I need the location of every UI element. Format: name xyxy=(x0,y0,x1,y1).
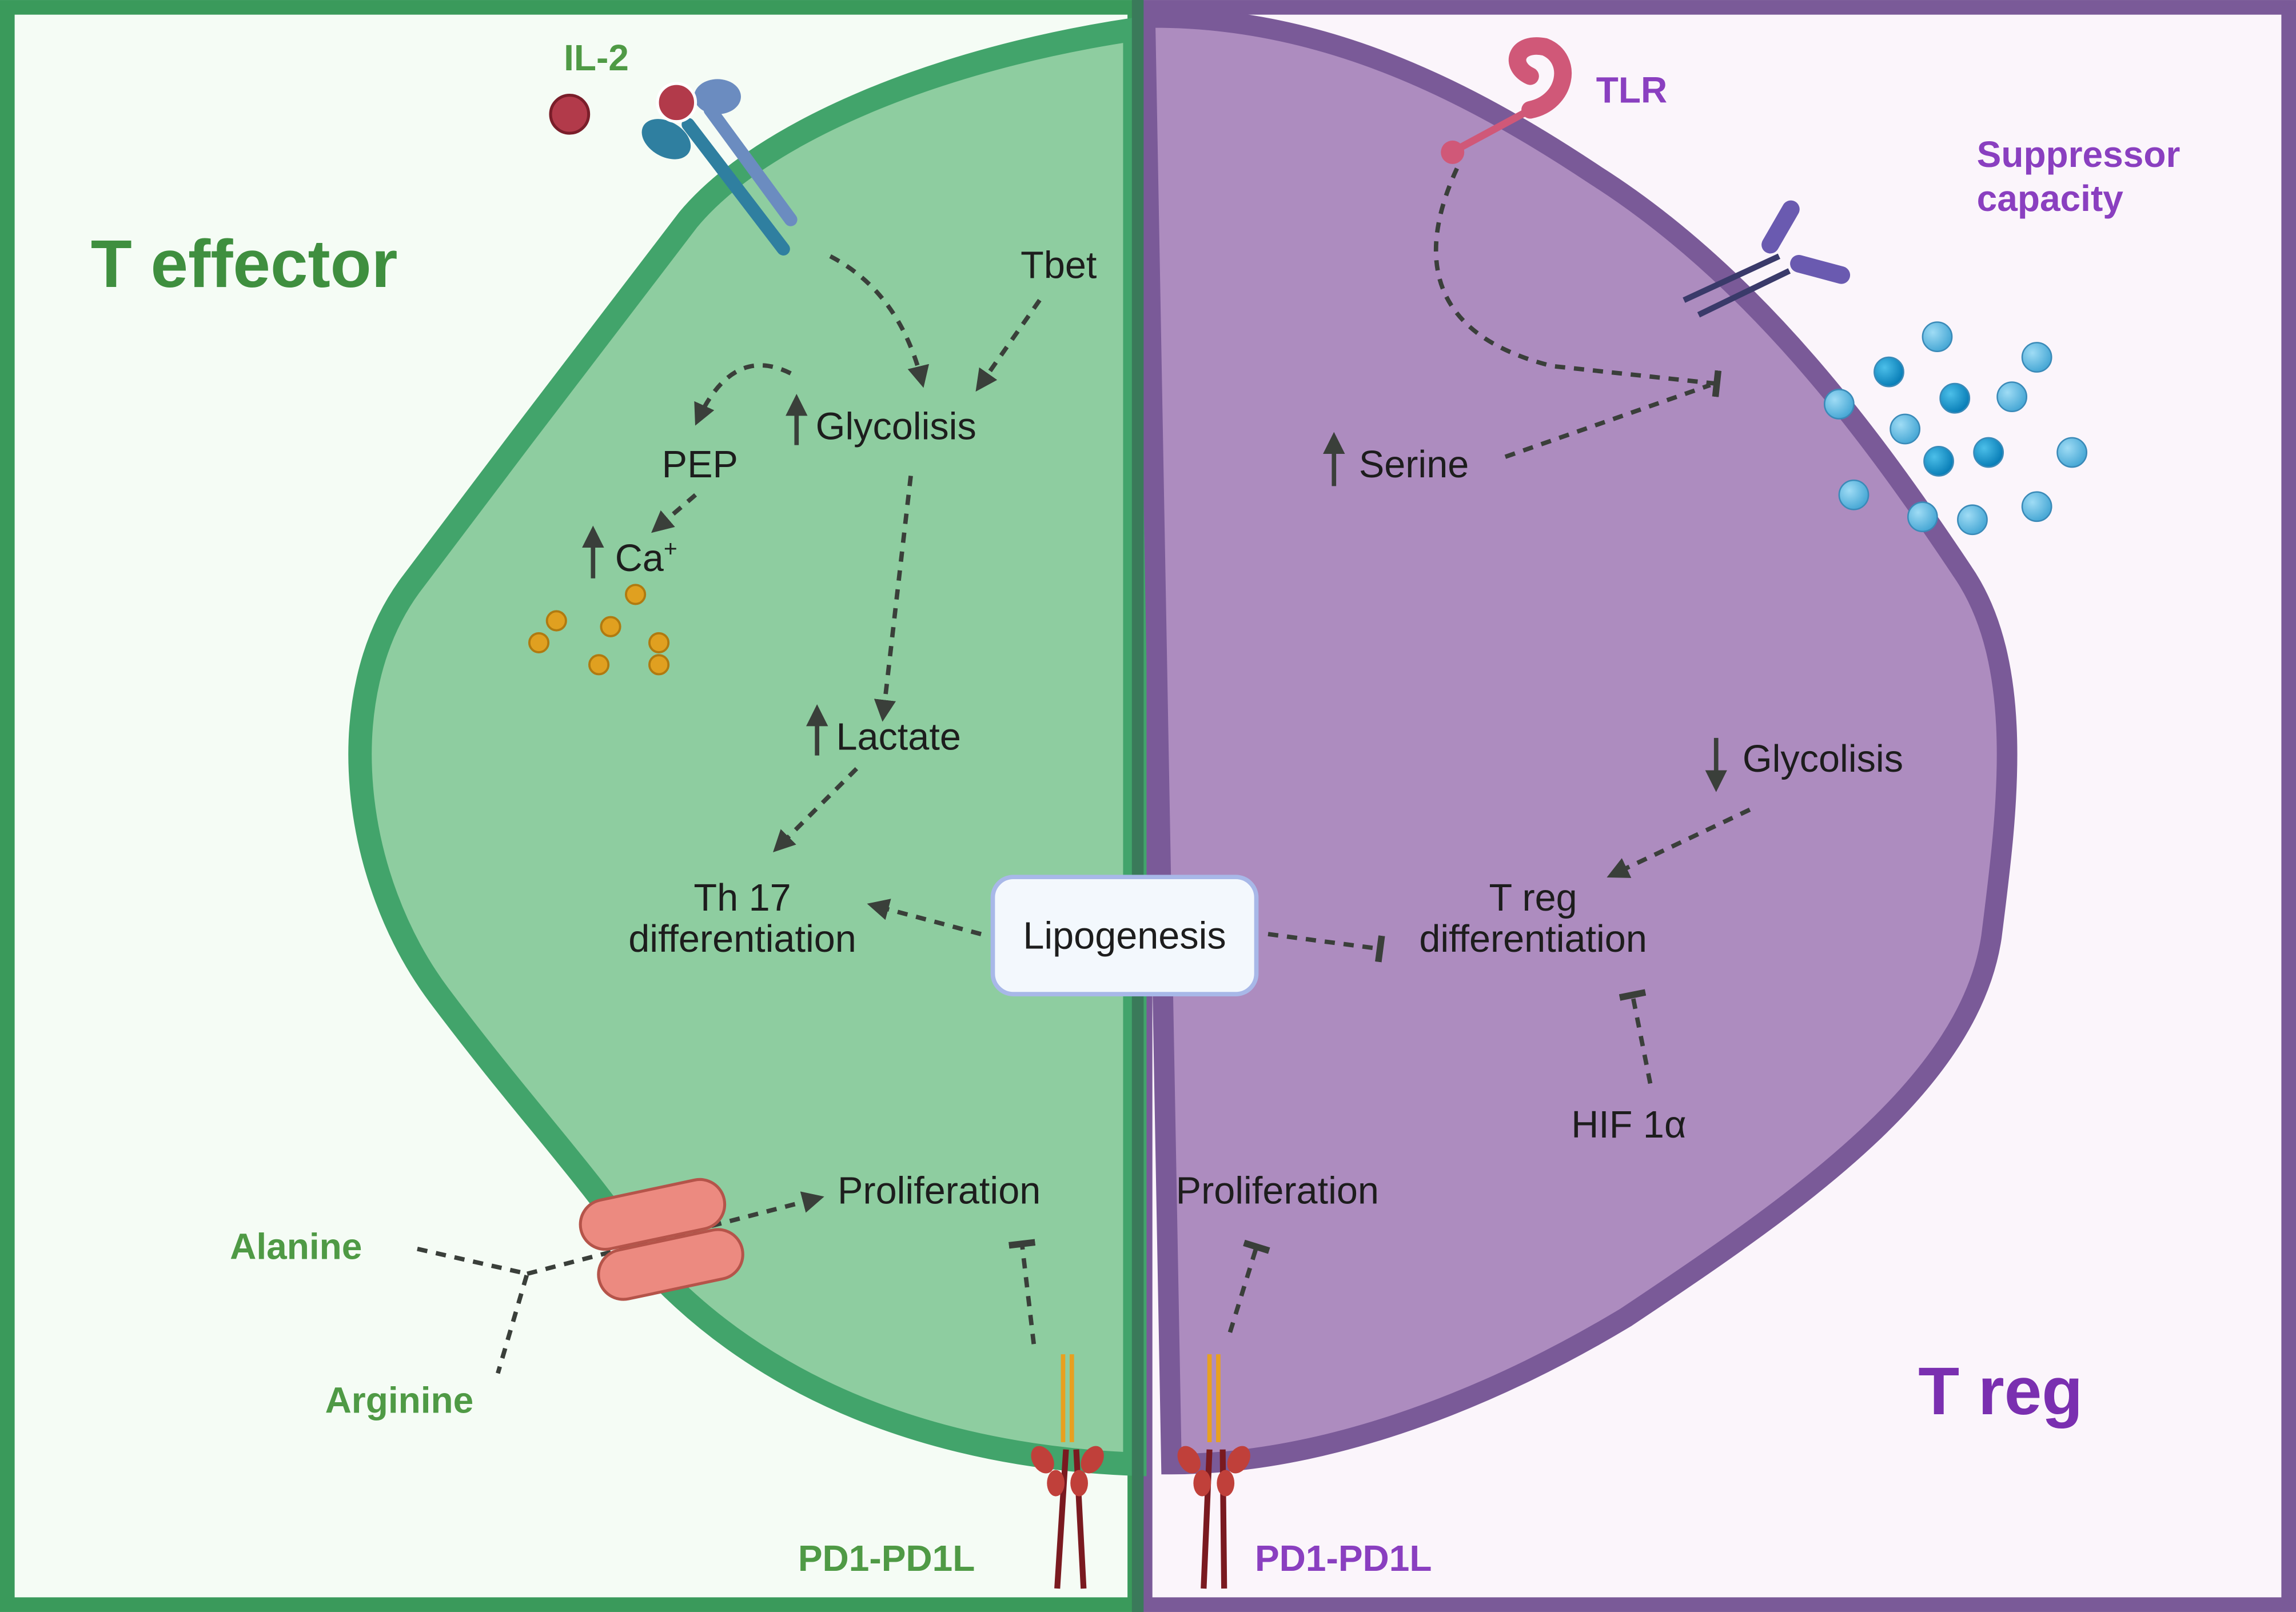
suppressor-label-line1: Suppressor xyxy=(1977,134,2181,175)
arginine-label: Arginine xyxy=(325,1380,474,1421)
il2-receptor-icon xyxy=(549,79,798,256)
pep-to-calcium-arrow xyxy=(651,493,697,533)
glycolisis-down-label: Glycolisis xyxy=(1743,738,1903,780)
tlr-label: TLR xyxy=(1596,69,1667,110)
lactate-label: Lactate xyxy=(836,716,960,758)
tlr-inhibition-line xyxy=(1433,167,1722,397)
treg-proliferation-label: Proliferation xyxy=(1176,1170,1379,1212)
amino-acid-transporter-icon xyxy=(579,1178,744,1301)
pd1-inhibits-proliferation xyxy=(1009,1239,1037,1344)
treg-differentiation-line1: T reg xyxy=(1489,877,1577,919)
tbet-label: Tbet xyxy=(1021,245,1097,287)
lipogenesis-box xyxy=(990,875,1259,996)
serine-to-tlr-line xyxy=(1504,383,1711,459)
th17-label-line1: Th 17 xyxy=(693,877,791,919)
glycolisis-up-label: Glycolisis xyxy=(816,405,976,448)
lipogenesis-label: Lipogenesis xyxy=(1023,915,1226,957)
calcium-ions-icon xyxy=(528,584,670,676)
pd1-inhibits-treg-proliferation xyxy=(1227,1239,1270,1333)
treg-title: T reg xyxy=(1918,1353,2083,1429)
hif-inhibits-treg xyxy=(1619,989,1653,1084)
tlr-receptor-icon xyxy=(1441,37,1572,164)
pep-label: PEP xyxy=(662,444,738,486)
glycolisis-to-treg-arrow xyxy=(1607,807,1751,878)
il2-to-glycolisis-arrow xyxy=(829,254,930,388)
calcium-label: Ca+ xyxy=(615,535,677,580)
effector-proliferation-label: Proliferation xyxy=(838,1170,1041,1212)
treg-differentiation-line2: differentiation xyxy=(1419,918,1647,960)
pd1-receptor-icon-right xyxy=(1177,1354,1250,1589)
transporter-to-proliferation-arrow xyxy=(527,1191,824,1276)
glycolisis-to-pep-arrow xyxy=(694,363,792,426)
th17-label-line2: differentiation xyxy=(628,918,856,960)
glycolisis-to-lactate-arrow xyxy=(874,476,913,722)
effector-title: T effector xyxy=(91,226,398,301)
treg-cell xyxy=(1134,7,2018,1475)
suppressor-receptor-icon xyxy=(1683,200,1851,318)
effector-pd1-label: PD1-PD1L xyxy=(798,1538,975,1579)
pd1-receptor-icon-left xyxy=(1031,1354,1104,1589)
suppressor-label-line2: capacity xyxy=(1977,178,2124,219)
hif-label: HIF 1α xyxy=(1571,1104,1686,1146)
il2-label: IL-2 xyxy=(564,37,629,78)
panel-divider xyxy=(1131,0,1144,1612)
alanine-label: Alanine xyxy=(230,1226,362,1267)
treg-pd1-label: PD1-PD1L xyxy=(1255,1538,1432,1579)
serine-label: Serine xyxy=(1359,444,1469,486)
cytokine-particles-icon xyxy=(1824,321,2088,536)
